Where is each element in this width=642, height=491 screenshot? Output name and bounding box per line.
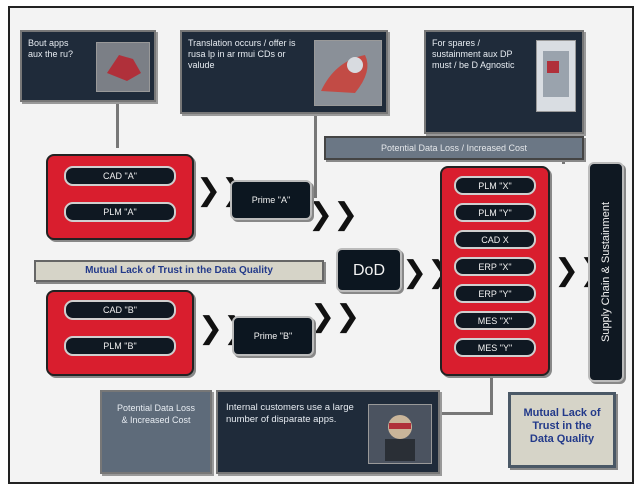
callout-spares-text: For spares / sustainment aux DP must / b… xyxy=(432,38,515,70)
cad-b-pill: CAD "B" xyxy=(64,300,176,320)
connector-line xyxy=(314,112,317,198)
supply-chain-label: Supply Chain & Sustainment xyxy=(600,201,612,343)
group-b: CAD "B" PLM "B" xyxy=(46,290,194,376)
callout-translation-text: Translation occurs / offer is rusa lp in… xyxy=(188,38,296,70)
right-stack: PLM "X" PLM "Y" CAD X ERP "X" ERP "Y" ME… xyxy=(440,166,550,376)
mutual-trust-box: Mutual Lack of Trust in the Data Quality xyxy=(508,392,616,468)
group-a: CAD "A" PLM "A" xyxy=(46,154,194,240)
callout-potential-loss-text: Potential Data Loss & Increased Cost xyxy=(116,403,196,425)
supply-chain-bar: Supply Chain & Sustainment xyxy=(588,162,624,382)
prime-b-box: Prime "B" xyxy=(232,316,314,356)
plm-x-pill: PLM "X" xyxy=(454,176,536,195)
chevron-prime-b-icon: ❯❯ xyxy=(310,299,361,334)
diagram-frame: Bout apps aux the ru? Translation occurs… xyxy=(8,6,634,484)
chevron-prime-a-icon: ❯❯ xyxy=(308,197,359,232)
person-icon xyxy=(385,415,415,461)
potential-loss-banner: Potential Data Loss / Increased Cost xyxy=(324,136,584,160)
callout-internal: Internal customers use a large number of… xyxy=(216,390,440,474)
callout-internal-text: Internal customers use a large number of… xyxy=(226,402,354,425)
callout-spares-image xyxy=(536,40,576,112)
plm-b-pill: PLM "B" xyxy=(64,336,176,356)
mes-y-pill: MES "Y" xyxy=(454,338,536,357)
connector-line xyxy=(490,376,493,414)
mutual-trust-banner: Mutual Lack of Trust in the Data Quality xyxy=(34,260,324,282)
cad-a-pill: CAD "A" xyxy=(64,166,176,186)
callout-translation-image xyxy=(314,40,382,106)
cad-x-pill: CAD X xyxy=(454,230,536,249)
map-icon xyxy=(107,55,141,81)
mutual-trust-box-text: Mutual Lack of Trust in the Data Quality xyxy=(523,407,601,445)
prime-a-label: Prime "A" xyxy=(251,194,291,205)
erp-x-pill: ERP "X" xyxy=(454,257,536,276)
callout-apps: Bout apps aux the ru? xyxy=(20,30,156,102)
callout-spares: For spares / sustainment aux DP must / b… xyxy=(424,30,584,134)
callout-apps-image xyxy=(96,42,150,92)
engine-part-icon xyxy=(321,55,368,93)
callout-apps-text: Bout apps aux the ru? xyxy=(28,38,74,59)
dod-label: DoD xyxy=(352,261,385,279)
mes-x-pill: MES "X" xyxy=(454,311,536,330)
erp-y-pill: ERP "Y" xyxy=(454,284,536,303)
prime-a-box: Prime "A" xyxy=(230,180,312,220)
potential-loss-banner-text: Potential Data Loss / Increased Cost xyxy=(380,143,528,153)
prime-b-label: Prime "B" xyxy=(253,330,293,341)
callout-translation: Translation occurs / offer is rusa lp in… xyxy=(180,30,388,114)
connector-line xyxy=(116,102,119,148)
callout-potential-loss: Potential Data Loss & Increased Cost xyxy=(100,390,212,474)
mutual-trust-banner-text: Mutual Lack of Trust in the Data Quality xyxy=(85,265,273,276)
callout-internal-image xyxy=(368,404,432,464)
dod-box: DoD xyxy=(336,248,402,292)
plm-y-pill: PLM "Y" xyxy=(454,203,536,222)
device-icon xyxy=(543,51,569,97)
plm-a-pill: PLM "A" xyxy=(64,202,176,222)
connector-line xyxy=(440,412,493,415)
